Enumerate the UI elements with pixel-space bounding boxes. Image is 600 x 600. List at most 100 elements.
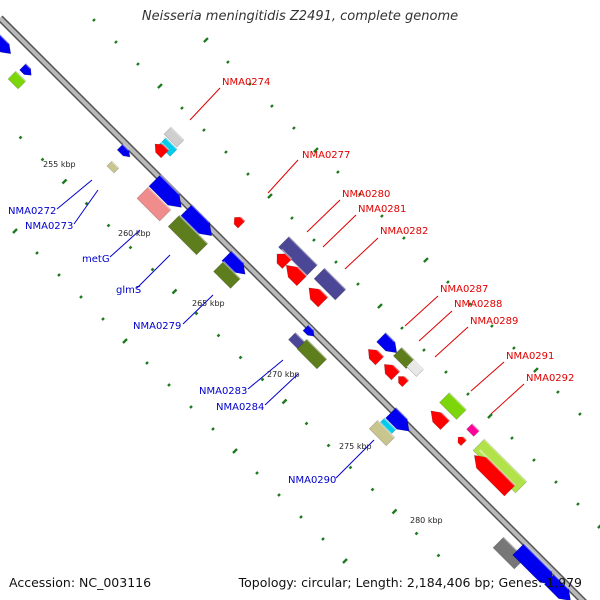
gene-label-nma0289[interactable]: NMA0289 [470,316,518,327]
gene-label-nma0281[interactable]: NMA0281 [358,204,406,215]
gene-feature-highlight [191,203,211,223]
tick-dot [487,413,493,419]
leader-line [306,199,341,233]
tick-dot [150,267,155,272]
leader-line [73,189,99,225]
gene-label-nma0283[interactable]: NMA0283 [199,386,247,397]
gene-feature-shape [384,364,401,381]
tick-dot [444,370,448,374]
gene-label-nma0290[interactable]: NMA0290 [288,475,336,486]
gene-feature-shape [276,253,292,269]
gene-label-metg[interactable]: metG [82,254,110,265]
leader-line [56,179,93,210]
tick-dot [202,128,206,132]
gene-feature-highlight [165,137,178,150]
tick-dot [436,553,441,558]
tick-dot [336,170,340,174]
gene-feature [0,33,12,55]
gene-label-nma0274[interactable]: NMA0274 [222,77,270,88]
gene-feature [384,359,401,381]
leader-line [136,254,171,289]
gene-feature-highlight [25,62,32,69]
tick-dot [414,531,419,536]
tick-dot [248,82,252,86]
tick-dot [342,558,348,564]
gene-feature-shape [213,261,241,289]
gene-label-nma0282[interactable]: NMA0282 [380,226,428,237]
gene-feature [233,213,246,229]
gene-feature [398,372,410,388]
gene-label-nma0277[interactable]: NMA0277 [302,150,350,161]
gene-feature-shape [19,63,32,76]
tick-dots [12,18,600,564]
gene-label-nma0273[interactable]: NMA0273 [25,221,73,232]
tick-dot [106,223,111,228]
gene-feature-shape [233,216,246,229]
gene-feature-highlight [288,235,319,266]
gene-label-nma0279[interactable]: NMA0279 [133,321,181,332]
tick-dot [446,280,450,284]
tick-dot [380,214,384,218]
gene-label-glms[interactable]: glmS [116,285,141,296]
leader-line [335,439,375,479]
leader-line [344,237,379,270]
tick-dot [267,193,273,199]
gene-feature [473,449,516,497]
gene-feature-highlight [15,70,27,82]
gene-feature-highlight [313,282,329,298]
gene-feature-highlight [471,422,481,432]
tick-dot [533,367,539,373]
gene-feature [221,250,246,275]
tick-dot [391,508,398,515]
gene-label-nma0287[interactable]: NMA0287 [440,284,488,295]
gene-feature [430,405,451,431]
gene-feature [302,324,315,337]
gene-label-nma0280[interactable]: NMA0280 [342,189,390,200]
gene-feature-shape [368,349,385,366]
gene-feature-highlight [306,338,328,360]
tick-dot [226,60,230,64]
gene-feature-highlight [448,391,468,411]
gene-feature [392,346,416,370]
gene-feature-highlight [460,433,468,441]
gene-feature-highlight [147,186,172,211]
gene-feature-shape [221,250,246,275]
tick-dot [114,40,118,44]
tick-dot [356,282,360,286]
gene-feature [313,267,347,301]
gene-feature-shape [398,376,410,388]
gene-label-nma0291[interactable]: NMA0291 [506,351,554,362]
tick-dot [377,303,383,309]
gene-feature [136,186,172,222]
tick-dot [145,361,149,365]
leader-line [418,310,453,342]
gene-label-nma0288[interactable]: NMA0288 [454,299,502,310]
gene-feature-highlight [178,214,209,245]
gene-label-nma0284[interactable]: NMA0284 [216,402,264,413]
tick-dot [326,443,331,448]
gene-feature-shape [313,267,347,301]
gene-label-nma0292[interactable]: NMA0292 [526,373,574,384]
gene-feature [406,358,425,377]
gene-feature-highlight [478,449,516,487]
gene-feature [180,203,213,237]
gene-feature-shape [308,287,329,308]
gene-feature-highlight [280,248,293,261]
tick-dot [40,157,45,162]
gene-feature-highlight [122,143,130,151]
gene-feature-highlight [395,406,408,420]
kbp-label-270: 270 kbp [267,370,300,379]
tick-dot [578,412,582,416]
gene-feature [278,235,319,276]
gene-feature [116,143,131,158]
gene-feature-highlight [290,259,308,277]
tick-dot [466,392,470,396]
gene-feature-highlight [400,372,410,382]
tick-dot [260,377,265,382]
gene-feature [308,282,329,308]
gene-feature [7,70,27,90]
gene-feature [285,259,308,287]
gene-feature-shape [457,436,468,447]
gene-label-nma0272[interactable]: NMA0272 [8,206,56,217]
gene-feature-shape [285,264,308,287]
